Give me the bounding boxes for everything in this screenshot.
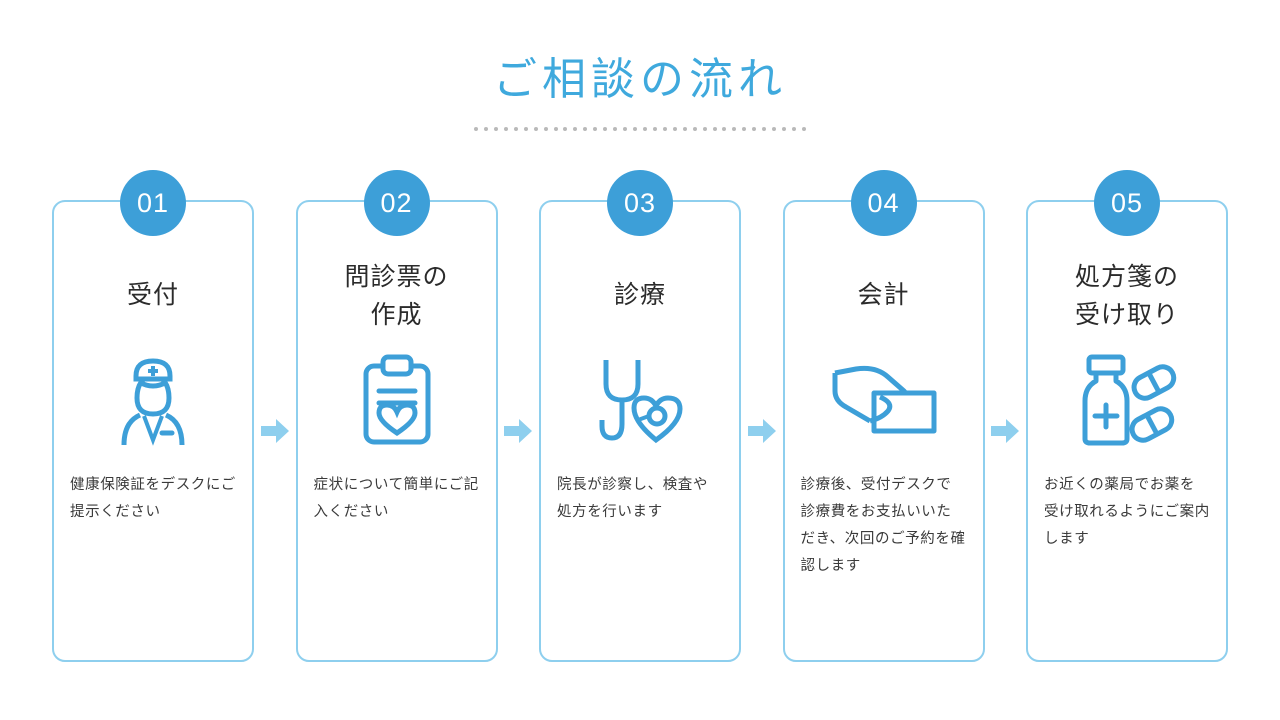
step-card[interactable]: 05 処方箋の 受け取り: [1026, 170, 1228, 662]
divider-dot: [563, 127, 568, 131]
divider-dot: [633, 127, 637, 131]
divider-dot: [692, 127, 697, 131]
step-title-line: 作成: [370, 301, 423, 329]
step-number-badge: 01: [120, 170, 186, 236]
step-title-line: 診療: [613, 281, 666, 309]
page-title: ご相談の流れ: [493, 55, 787, 104]
divider-dot: [652, 127, 657, 131]
divider-dot: [722, 127, 727, 131]
steps-row: 01 受付 健康保険証をデスクにご提示く: [52, 170, 1228, 662]
step-title: 受付: [70, 258, 236, 334]
step-03: 03 診療 院長が診察し、検査や処方を行います: [539, 170, 741, 662]
divider-dot: [543, 127, 548, 131]
divider-dot: [474, 127, 478, 131]
divider-dot: [732, 127, 737, 131]
divider-dot: [493, 127, 498, 131]
arrow-connector-4: [985, 200, 1027, 662]
divider-dot: [712, 127, 717, 131]
divider-dot: [503, 127, 508, 131]
step-card[interactable]: 02 問診票の 作成 症状について簡単にご記入ください: [295, 170, 498, 662]
divider-dot: [553, 127, 558, 131]
divider-dot: [742, 127, 747, 131]
divider-dot: [801, 127, 806, 131]
step-description: お近くの薬局でお薬を受け取れるようにご案内します: [1044, 477, 1210, 547]
step-title-line: 会計: [857, 281, 910, 309]
step-number-badge: 03: [607, 170, 673, 236]
hand-payment-icon: [801, 344, 967, 456]
step-card[interactable]: 01 受付 健康保険証をデスクにご提示く: [52, 170, 254, 662]
divider-dot: [672, 127, 677, 131]
step-01: 01 受付 健康保険証をデスクにご提示く: [52, 170, 254, 662]
divider-dot: [782, 127, 787, 131]
arrow-right-icon: [747, 419, 776, 443]
divider-dot: [483, 127, 488, 131]
step-description: 診療後、受付デスクで診療費をお支払いいただき、次回のご予約を確認します: [800, 477, 966, 574]
stethoscope-heart-icon: [557, 344, 723, 456]
step-title-line: 受付: [126, 281, 179, 309]
arrow-connector-3: [741, 200, 783, 662]
step-05: 05 処方箋の 受け取り: [1026, 170, 1228, 662]
divider-dot: [533, 127, 538, 131]
step-number-badge: 04: [850, 170, 917, 236]
divider-dot: [752, 127, 757, 131]
step-title: 会計: [801, 258, 967, 334]
divider-dot: [593, 127, 598, 131]
step-title: 処方箋の 受け取り: [1044, 258, 1210, 334]
nurse-icon: [70, 344, 236, 456]
divider-dot: [573, 127, 578, 131]
step-title-line: 受け取り: [1074, 301, 1179, 329]
step-title: 診療: [557, 258, 723, 334]
divider-dot: [603, 127, 608, 131]
title-block: ご相談の流れ: [0, 52, 1280, 132]
step-number-badge: 05: [1094, 170, 1160, 236]
step-title-line: 処方箋の: [1074, 263, 1179, 291]
arrow-right-icon: [260, 419, 289, 443]
step-description: 院長が診察し、検査や処方を行います: [557, 477, 708, 520]
divider-dot: [762, 127, 767, 131]
clipboard-heart-icon: [314, 344, 480, 456]
arrow-connector-2: [498, 200, 540, 662]
divider-dot: [583, 127, 588, 131]
divider-dot: [682, 127, 687, 131]
step-description: 健康保険証をデスクにご提示ください: [70, 477, 236, 520]
arrow-connector-1: [254, 200, 296, 662]
divider-dot: [513, 127, 518, 131]
dotted-divider: [474, 126, 806, 132]
divider-dot: [642, 127, 647, 131]
step-number-badge: 02: [363, 170, 430, 236]
divider-dot: [623, 127, 628, 131]
step-title: 問診票の 作成: [314, 258, 480, 334]
divider-dot: [702, 127, 707, 131]
step-card[interactable]: 03 診療 院長が診察し、検査や処方を行います: [539, 170, 741, 662]
arrow-right-icon: [991, 419, 1020, 443]
step-card[interactable]: 04 会計 診療後、受付デスクで診療費をお支払いいただき、次回のご予約を確認しま…: [782, 170, 985, 662]
divider-dot: [662, 127, 667, 131]
step-description: 症状について簡単にご記入ください: [313, 477, 479, 520]
step-02: 02 問診票の 作成 症状について簡単にご記入ください: [295, 170, 498, 662]
arrow-right-icon: [504, 419, 533, 443]
divider-dot: [523, 127, 528, 131]
divider-dot: [613, 127, 618, 131]
medicine-bottle-pills-icon: [1044, 344, 1210, 456]
divider-dot: [772, 127, 777, 131]
step-title-line: 問診票の: [344, 263, 449, 291]
step-04: 04 会計 診療後、受付デスクで診療費をお支払いいただき、次回のご予約を確認しま…: [782, 170, 985, 662]
divider-dot: [792, 127, 796, 131]
